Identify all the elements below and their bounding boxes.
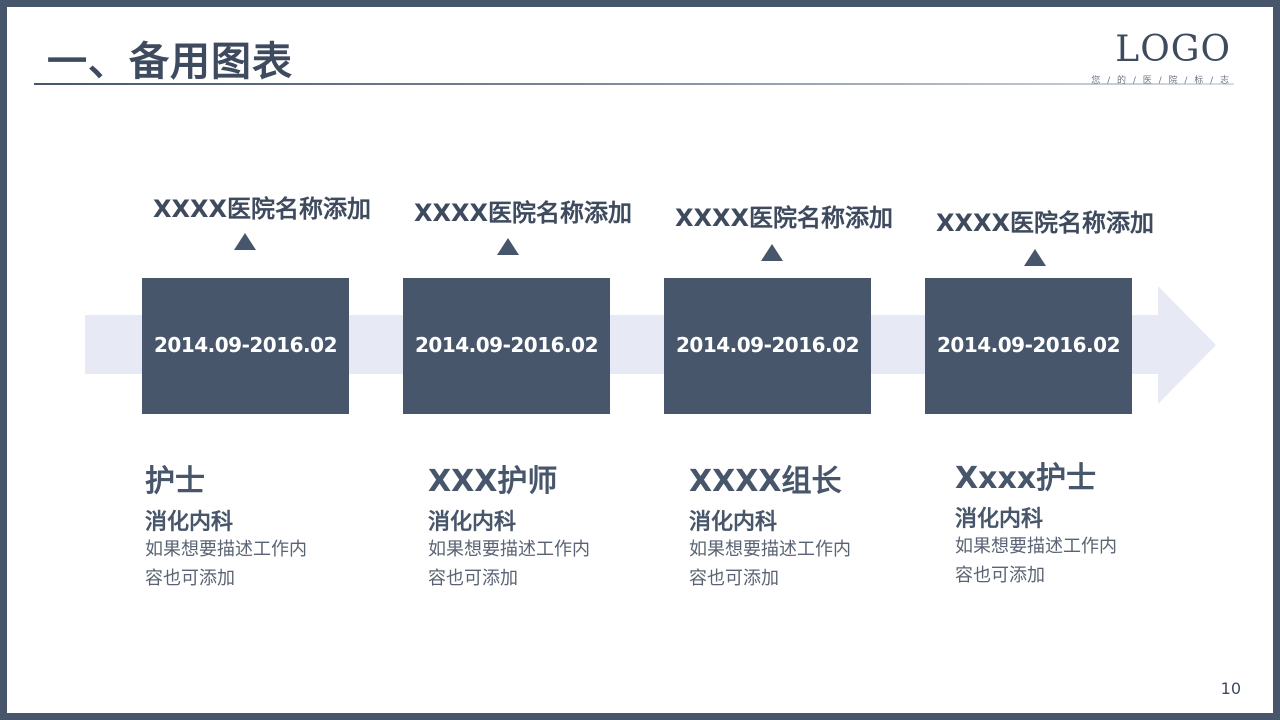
role-title: 护士 bbox=[145, 464, 205, 499]
hospital-name: XXXX医院名称添加 bbox=[152, 195, 371, 223]
description-line-1: 如果想要描述工作内 bbox=[428, 539, 590, 560]
period-box: 2014.09-2016.02 bbox=[664, 278, 871, 414]
page-title: 一、备用图表 bbox=[47, 39, 293, 85]
period-box: 2014.09-2016.02 bbox=[925, 278, 1132, 414]
description: 如果想要描述工作内 容也可添加 bbox=[428, 535, 618, 593]
timeline-step-3: XXXX医院名称添加 2014.09-2016.02 XXXX组长 消化内科 如… bbox=[664, 7, 904, 713]
description: 如果想要描述工作内 容也可添加 bbox=[955, 532, 1145, 590]
department: 消化内科 bbox=[955, 507, 1044, 532]
period-box: 2014.09-2016.02 bbox=[142, 278, 349, 414]
department: 消化内科 bbox=[689, 510, 778, 535]
timeline-step-1: XXXX医院名称添加 2014.09-2016.02 护士 消化内科 如果想要描… bbox=[142, 7, 382, 713]
logo-text: LOGO bbox=[1115, 29, 1231, 70]
description-line-2: 容也可添加 bbox=[428, 568, 518, 589]
department: 消化内科 bbox=[145, 510, 234, 535]
page-number: 10 bbox=[1220, 679, 1241, 698]
department: 消化内科 bbox=[428, 510, 517, 535]
description-line-1: 如果想要描述工作内 bbox=[145, 539, 307, 560]
title-underline bbox=[34, 83, 1234, 85]
description-line-2: 容也可添加 bbox=[955, 565, 1045, 586]
pointer-triangle-icon bbox=[497, 238, 519, 255]
pointer-triangle-icon bbox=[234, 233, 256, 250]
timeline-step-2: XXXX医院名称添加 2014.09-2016.02 XXX护师 消化内科 如果… bbox=[403, 7, 643, 713]
description-line-2: 容也可添加 bbox=[145, 568, 235, 589]
hospital-name: XXXX医院名称添加 bbox=[413, 199, 632, 227]
description-line-1: 如果想要描述工作内 bbox=[955, 536, 1117, 557]
description-line-1: 如果想要描述工作内 bbox=[689, 539, 851, 560]
pointer-triangle-icon bbox=[761, 244, 783, 261]
pointer-triangle-icon bbox=[1024, 249, 1046, 266]
role-title: Xxxx护士 bbox=[955, 461, 1097, 496]
description: 如果想要描述工作内 容也可添加 bbox=[145, 535, 335, 593]
slide: 一、备用图表 LOGO 您 / 的 / 医 / 院 / 标 / 志 XXXX医院… bbox=[7, 7, 1273, 713]
description-line-2: 容也可添加 bbox=[689, 568, 779, 589]
role-title: XXX护师 bbox=[428, 464, 558, 499]
role-title: XXXX组长 bbox=[689, 464, 842, 499]
period-box: 2014.09-2016.02 bbox=[403, 278, 610, 414]
hospital-name: XXXX医院名称添加 bbox=[935, 209, 1154, 237]
timeline-arrow-head bbox=[1158, 286, 1216, 404]
timeline-step-4: XXXX医院名称添加 2014.09-2016.02 Xxxx护士 消化内科 如… bbox=[925, 7, 1165, 713]
logo-subtitle: 您 / 的 / 医 / 院 / 标 / 志 bbox=[1091, 76, 1231, 86]
description: 如果想要描述工作内 容也可添加 bbox=[689, 535, 879, 593]
hospital-name: XXXX医院名称添加 bbox=[674, 204, 893, 232]
logo: LOGO 您 / 的 / 医 / 院 / 标 / 志 bbox=[1091, 29, 1231, 86]
